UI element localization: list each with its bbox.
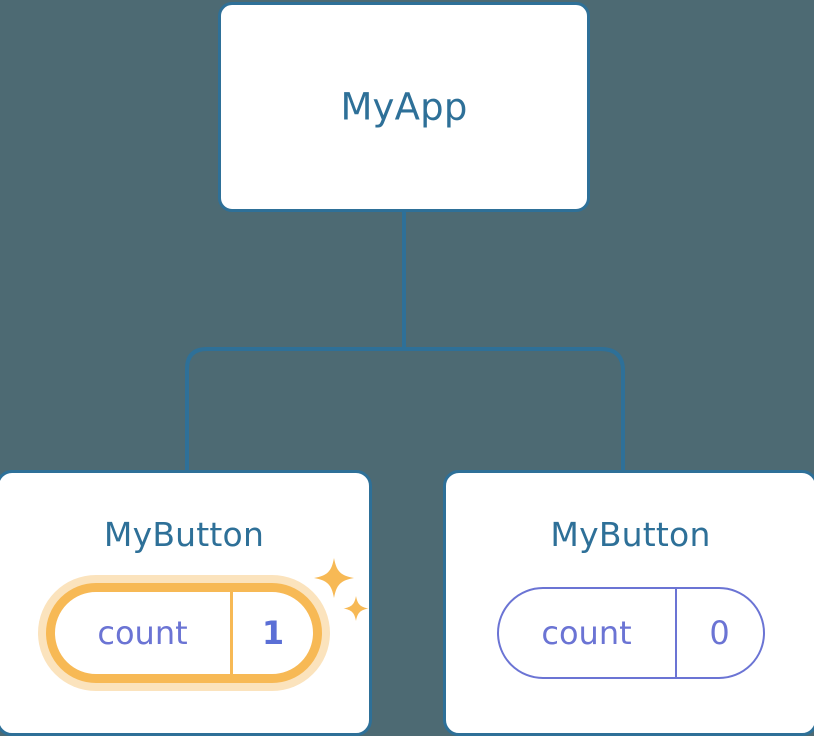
state-pill-divider-0 bbox=[230, 592, 233, 674]
state-pill-key-1: count bbox=[541, 614, 632, 652]
state-pill-value-0: 1 bbox=[261, 614, 285, 652]
state-pill-value-1: 0 bbox=[709, 614, 730, 652]
node-title-mybutton-1: MyButton bbox=[550, 515, 711, 554]
node-title-mybutton-0: MyButton bbox=[103, 515, 265, 554]
node-title-myapp: MyApp bbox=[340, 85, 468, 129]
state-pill-wrapper-1: count 0 bbox=[493, 580, 769, 686]
state-pill-divider-1 bbox=[674, 589, 677, 677]
node-card-mybutton-1[interactable]: MyButton count 0 bbox=[443, 470, 814, 736]
connector-branch-bus bbox=[185, 347, 625, 470]
state-pill-1[interactable]: count 0 bbox=[496, 587, 765, 679]
state-pill-wrapper-0: count 1 bbox=[38, 575, 330, 691]
state-pill-key-0: count bbox=[97, 614, 188, 652]
node-card-myapp[interactable]: MyApp bbox=[218, 2, 590, 212]
node-card-mybutton-0[interactable]: MyButton count 1 bbox=[0, 470, 372, 736]
state-pill-0[interactable]: count 1 bbox=[46, 583, 322, 683]
